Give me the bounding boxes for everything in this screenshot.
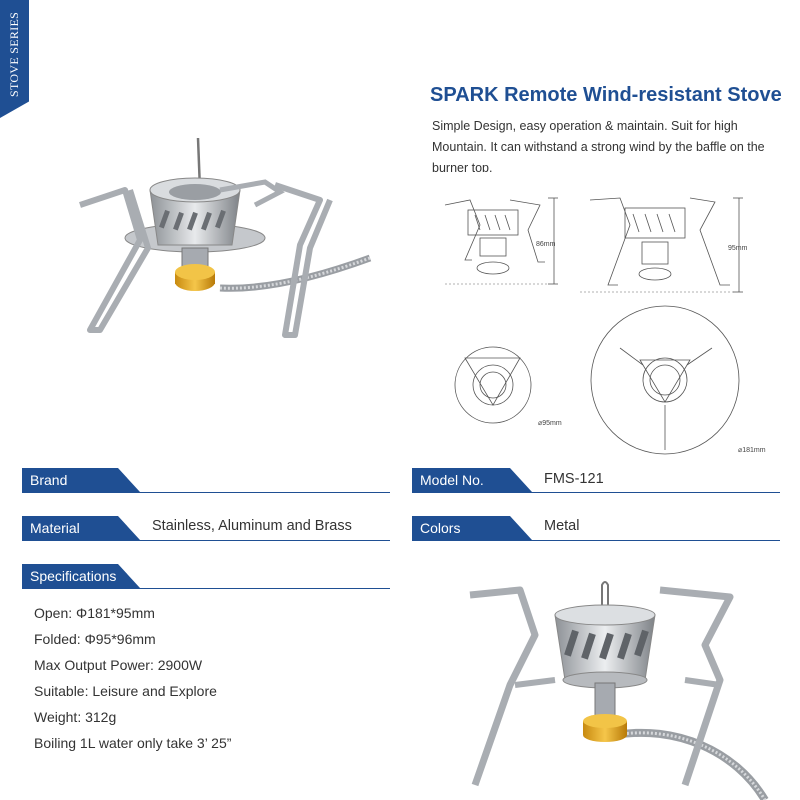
- brand-underline: [22, 492, 390, 493]
- model-value: FMS-121: [544, 471, 604, 487]
- specifications-label: Specifications: [30, 568, 117, 584]
- spec-item: Suitable: Leisure and Explore: [34, 683, 217, 699]
- spec-item: Boiling 1L water only take 3’ 25”: [34, 735, 232, 751]
- side-ribbon: STOVE SERIES: [0, 0, 29, 118]
- colors-tab: Colors: [412, 516, 532, 540]
- brand-tab: Brand: [22, 468, 140, 492]
- specifications-underline: [22, 588, 390, 589]
- material-tab: Material: [22, 516, 140, 540]
- dim-height-folded: 86mm: [536, 241, 556, 248]
- dim-height-open: 95mm: [728, 245, 748, 252]
- spec-item: Weight: 312g: [34, 709, 117, 725]
- product-photo-top: [79, 137, 372, 338]
- colors-underline: [412, 540, 780, 541]
- material-underline: [22, 540, 390, 541]
- product-photo-bottom: [469, 581, 769, 800]
- model-tab: Model No.: [412, 468, 532, 492]
- colors-label: Colors: [420, 520, 461, 536]
- material-label: Material: [30, 520, 80, 536]
- material-value: Stainless, Aluminum and Brass: [152, 518, 352, 534]
- spec-item: Max Output Power: 2900W: [34, 657, 203, 673]
- ribbon-label: STOVE SERIES: [7, 11, 21, 97]
- product-description: Simple Design, easy operation & maintain…: [432, 119, 765, 172]
- technical-drawing: 86mm 95mm ⌀95mm ⌀181mm: [444, 197, 766, 455]
- model-label: Model No.: [420, 472, 484, 488]
- specifications-list: Open: Φ181*95mm Folded: Φ95*96mm Max Out…: [34, 600, 231, 756]
- dim-diameter-folded: ⌀95mm: [538, 420, 562, 427]
- product-title: SPARK Remote Wind-resistant Stove: [430, 84, 782, 106]
- spec-item: Open: Φ181*95mm: [34, 605, 155, 621]
- model-underline: [412, 492, 780, 493]
- colors-value: Metal: [544, 518, 580, 534]
- dim-diameter-open: ⌀181mm: [738, 447, 766, 454]
- spec-item: Folded: Φ95*96mm: [34, 631, 156, 647]
- brand-label: Brand: [30, 472, 68, 488]
- specifications-tab: Specifications: [22, 564, 140, 588]
